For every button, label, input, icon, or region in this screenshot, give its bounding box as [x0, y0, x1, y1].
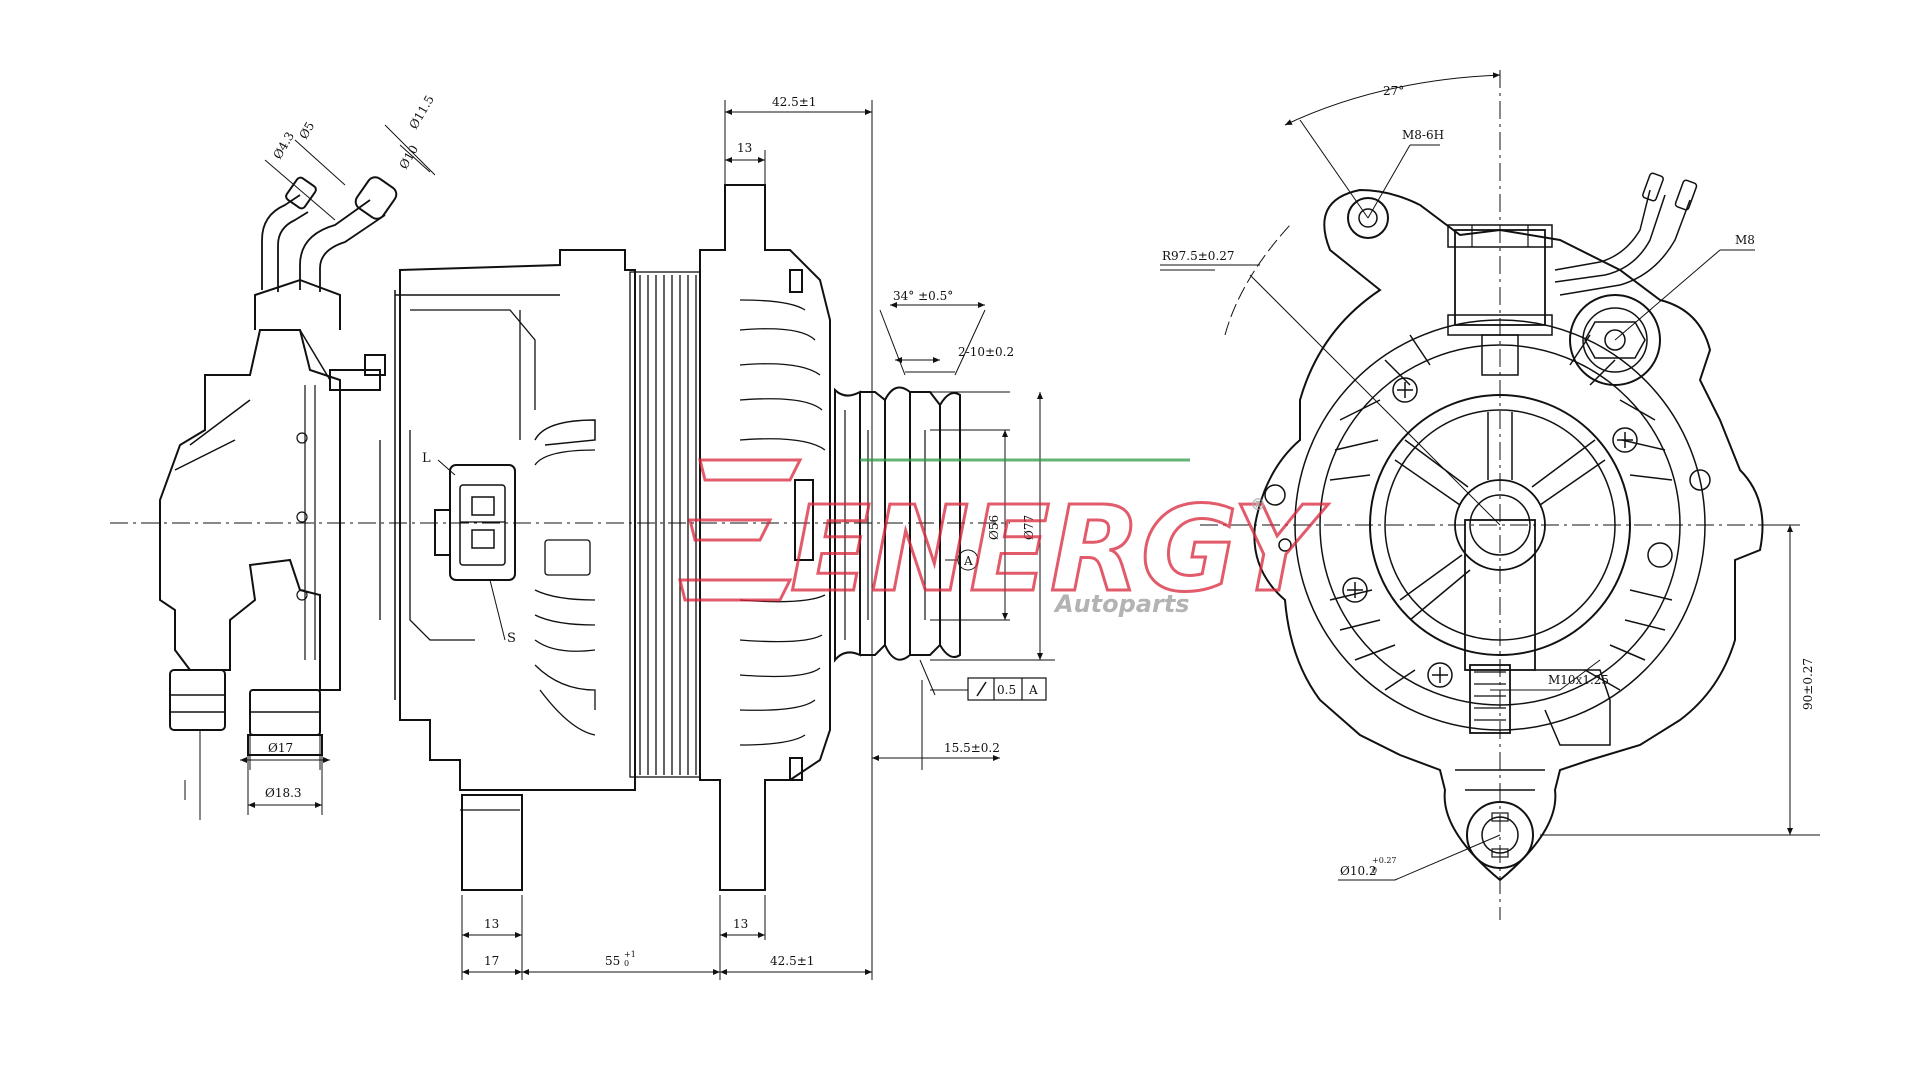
dim-m8: M8: [1735, 233, 1755, 247]
dim-bottom-55-tol-up: +1: [624, 950, 636, 959]
fan-ring: [1294, 319, 1706, 731]
dim-bottom-42-5: 42.5±1: [770, 954, 814, 968]
terminal-connector: [434, 459, 516, 641]
dim-m10: M10x1.25: [1548, 673, 1609, 687]
dim-bottom-55-tol-dn: 0: [624, 959, 629, 968]
pump-d17: Ø17: [268, 741, 293, 755]
datum-a: A: [963, 554, 973, 568]
terminal-s-label: S: [507, 631, 516, 646]
dim-top-flange: 13: [737, 141, 752, 155]
dim-bottom-17: 17: [484, 954, 499, 968]
dim-radius: R97.5±0.27: [1162, 249, 1235, 263]
dim-pulley-groove: 2-10±0.2: [958, 345, 1014, 359]
dim-pulley-d77: Ø77: [1022, 515, 1036, 540]
pump-d4-3: Ø4.3: [270, 129, 297, 161]
dim-top-overall: 42.5±1: [772, 95, 816, 109]
front-housing: [699, 184, 831, 891]
vacuum-pump: [159, 176, 398, 756]
watermark-reg: ®: [1250, 495, 1266, 514]
front-view-labels: 27° M8-6H R97.5±0.27 M8 M10x1.25 90±0.27…: [1162, 84, 1815, 878]
dim-m8-6h: M8-6H: [1402, 128, 1444, 142]
rear-housing: [379, 249, 636, 891]
pump-d5: Ø5: [296, 119, 317, 141]
dim-pulley-d56: Ø56: [987, 515, 1001, 540]
watermark-sub: Autoparts: [1053, 590, 1190, 618]
dim-pulley-offset: 15.5±0.2: [944, 741, 1000, 755]
m8-stud: [1569, 294, 1661, 386]
dim-height: 90±0.27: [1801, 658, 1815, 710]
dim-pulley-angle: 34° ±0.5°: [893, 289, 953, 303]
dim-bottom-13-left: 13: [484, 917, 499, 931]
watermark-brand: ENERGY: [790, 480, 1329, 618]
dim-hole-tol-dn: 0: [1372, 866, 1377, 875]
runout-ref: A: [1028, 683, 1038, 697]
housing-screws: [1264, 377, 1711, 688]
regulator: [1464, 519, 1611, 746]
dim-angle-27: 27°: [1383, 84, 1404, 98]
vacuum-nozzles: [1554, 172, 1698, 296]
terminal-l-label: L: [422, 451, 431, 466]
dim-bottom-13-right: 13: [733, 917, 748, 931]
dim-hole-tol-up: +0.27: [1372, 856, 1397, 865]
stator: [629, 271, 701, 778]
front-view: [1160, 70, 1820, 920]
pump-d11-5: Ø11.5: [406, 93, 436, 132]
runout-value: 0.5: [997, 683, 1016, 697]
energy-watermark: ENERGY ® Autoparts: [678, 458, 1330, 620]
dim-hole: Ø10.2: [1340, 864, 1377, 878]
dim-bottom-55: 55: [605, 954, 620, 968]
front-housing-outline: [1253, 188, 1764, 882]
b-terminal-block: [1447, 224, 1553, 376]
side-view: [110, 100, 1055, 980]
pump-d18-3: Ø18.3: [265, 786, 302, 800]
front-rotor: [1369, 394, 1631, 656]
